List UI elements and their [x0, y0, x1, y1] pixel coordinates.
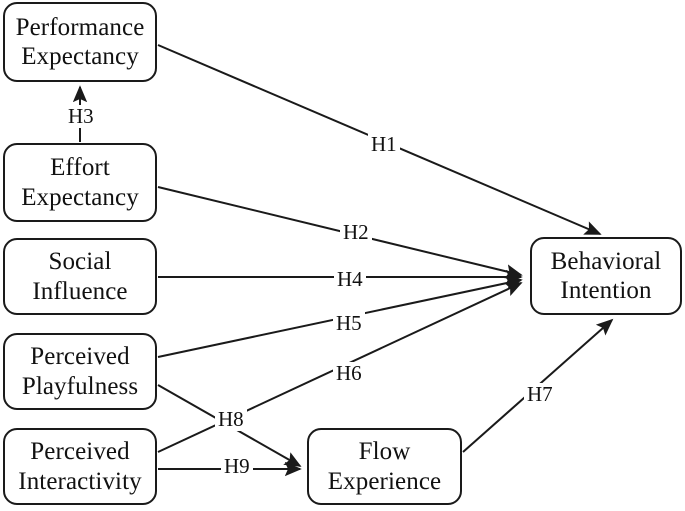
node-perceived-playfulness[interactable]: Perceived Playfulness: [3, 333, 157, 410]
node-label: Behavioral Intention: [550, 247, 662, 305]
node-label: Perceived Playfulness: [21, 343, 139, 400]
node-perceived-interactivity[interactable]: Perceived Interactivity: [3, 428, 157, 505]
edge-label-h8: H8: [215, 408, 247, 431]
edge-label-h3: H3: [65, 105, 97, 128]
node-label: Effort Expectancy: [21, 154, 139, 211]
node-social-influence[interactable]: Social Influence: [3, 238, 157, 315]
node-label: Perceived Interactivity: [18, 438, 142, 495]
node-performance-expectancy[interactable]: Performance Expectancy: [3, 2, 157, 82]
edge-label-h9: H9: [221, 455, 253, 478]
node-behavioral-intention[interactable]: Behavioral Intention: [530, 237, 682, 315]
node-label: Flow Experience: [327, 438, 442, 495]
node-effort-expectancy[interactable]: Effort Expectancy: [3, 143, 157, 222]
edge-label-h4: H4: [334, 268, 366, 291]
edge-path-h2: [157, 186, 523, 279]
edge-label-h1: H1: [368, 133, 400, 156]
edge-label-h2: H2: [340, 221, 372, 244]
edge-label-h5: H5: [333, 312, 365, 335]
node-label: Performance Expectancy: [15, 13, 145, 71]
edge-label-h6: H6: [333, 362, 365, 385]
node-label: Social Influence: [32, 248, 128, 305]
node-flow-experience[interactable]: Flow Experience: [307, 428, 462, 505]
edge-label-h7: H7: [524, 383, 556, 406]
